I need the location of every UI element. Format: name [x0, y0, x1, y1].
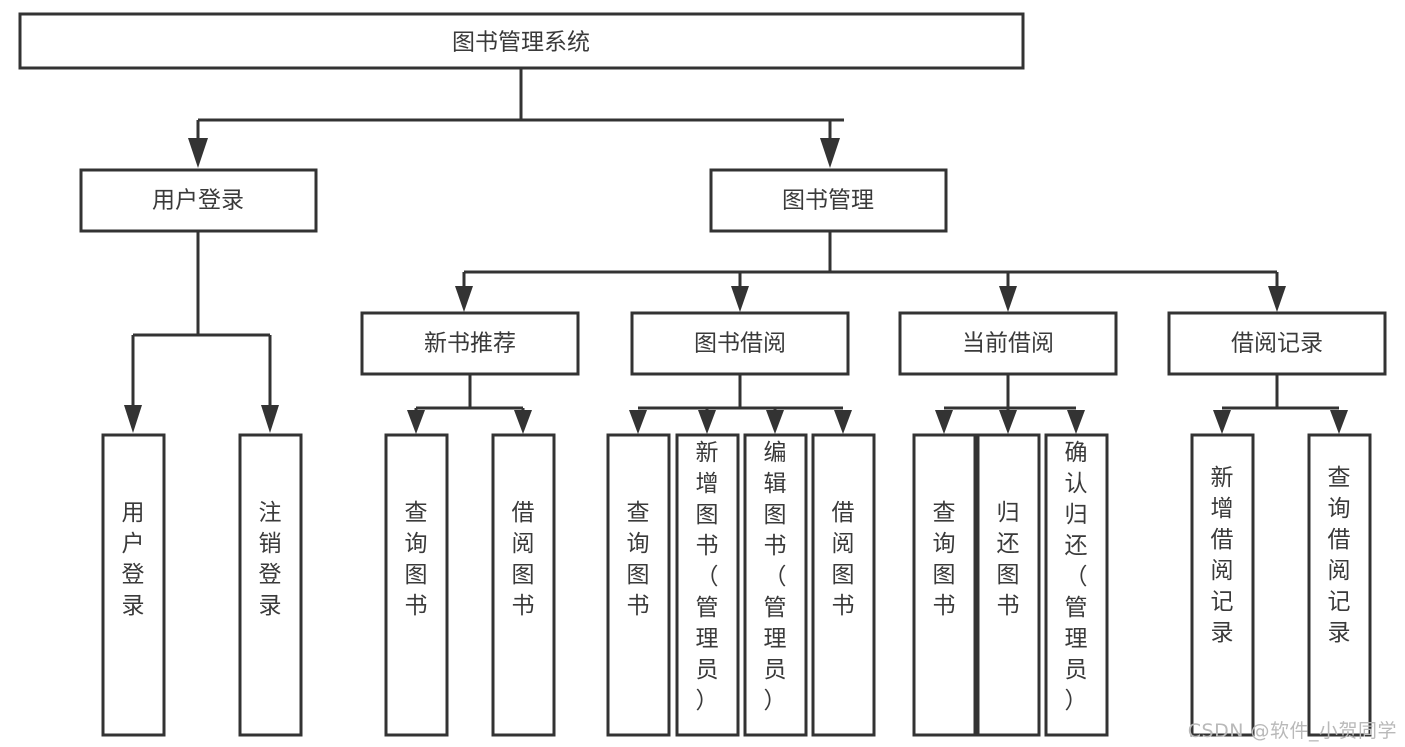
node-user-login[interactable]: 用户登录 — [79, 168, 318, 233]
arrow-current-leaf-2-icon — [1067, 410, 1085, 434]
node-book-management-label: 图书管理 — [782, 188, 874, 214]
leaf-book-borrow-1-label: 新增图书（管理员） — [696, 440, 719, 714]
leaf-current-borrow-2[interactable]: 确认归还（管理员） — [1044, 433, 1109, 737]
arrow-records-leaf-1-icon — [1330, 410, 1348, 434]
leaf-user-login-0[interactable]: 用户登录 — [101, 433, 166, 737]
node-root-label: 图书管理系统 — [452, 30, 590, 56]
leaf-borrow-records-1-label: 查询借阅记录 — [1328, 465, 1351, 646]
node-root-box[interactable] — [18, 12, 1025, 70]
arrow-user-login-leaf-0-icon — [124, 405, 142, 433]
node-user-login-label: 用户登录 — [152, 188, 244, 214]
connector-group-new-book-recommend — [407, 374, 532, 434]
leaf-user-login-1-label: 注销登录 — [259, 500, 282, 619]
node-book-borrow-label: 图书借阅 — [694, 331, 786, 357]
leaf-current-borrow-1-label: 归还图书 — [997, 500, 1020, 619]
arrow-borrow-leaf-2-icon — [766, 410, 784, 434]
node-new-book-recommend[interactable]: 新书推荐 — [360, 311, 580, 376]
leaf-book-borrow-3-box[interactable] — [811, 433, 876, 737]
leaf-current-borrow-1-box[interactable] — [976, 433, 1041, 737]
leaf-user-login-1[interactable]: 注销登录 — [238, 433, 303, 737]
connector-group-book-borrow — [629, 374, 852, 434]
node-user-login-box[interactable] — [79, 168, 318, 233]
leaf-borrow-records-1-box[interactable] — [1307, 433, 1372, 737]
node-root[interactable]: 图书管理系统 — [18, 12, 1025, 70]
arrow-book-mgmt-to-l3-1-icon — [731, 286, 749, 312]
leaf-user-login-0-label: 用户登录 — [122, 500, 145, 619]
leaf-book-borrow-0-label: 查询图书 — [627, 500, 650, 619]
arrow-borrow-leaf-1-icon — [698, 410, 716, 434]
leaf-book-borrow-3-label: 借阅图书 — [832, 500, 855, 619]
leaf-current-borrow-0-box[interactable] — [912, 433, 977, 737]
leaf-new-book-1-label: 借阅图书 — [512, 500, 535, 619]
leaf-current-borrow-0-label: 查询图书 — [933, 500, 956, 619]
node-borrow-records-label: 借阅记录 — [1231, 331, 1323, 357]
node-new-book-recommend-label: 新书推荐 — [424, 331, 516, 357]
arrow-borrow-leaf-3-icon — [834, 410, 852, 434]
node-current-borrow-box[interactable] — [898, 311, 1118, 376]
leaf-current-borrow-2-box[interactable] — [1044, 433, 1109, 737]
leaf-user-login-0-box[interactable] — [101, 433, 166, 737]
leaf-borrow-records-0-label: 新增借阅记录 — [1211, 465, 1234, 646]
leaf-book-borrow-2-label: 编辑图书（管理员） — [764, 440, 787, 714]
leaf-book-borrow-2-box[interactable] — [743, 433, 808, 737]
leaf-new-book-0-box[interactable] — [384, 433, 449, 737]
arrow-root-to-book-mgmt-icon — [820, 138, 840, 168]
leaf-current-borrow-0[interactable]: 查询图书 — [912, 433, 977, 737]
leaf-book-borrow-1-box[interactable] — [675, 433, 740, 737]
connector-group-current-borrow — [935, 374, 1085, 434]
node-book-borrow-box[interactable] — [630, 311, 850, 376]
arrow-records-leaf-0-icon — [1213, 410, 1231, 434]
connector-group-user-login — [124, 231, 279, 433]
arrow-newbook-leaf-0-icon — [407, 410, 425, 434]
node-new-book-recommend-box[interactable] — [360, 311, 580, 376]
leaf-user-login-1-box[interactable] — [238, 433, 303, 737]
arrow-borrow-leaf-0-icon — [629, 410, 647, 434]
node-book-management[interactable]: 图书管理 — [709, 168, 948, 233]
arrow-book-mgmt-to-l3-2-icon — [999, 286, 1017, 312]
arrow-current-leaf-1-icon — [999, 410, 1017, 434]
node-current-borrow-label: 当前借阅 — [962, 331, 1054, 357]
leaf-new-book-0-label: 查询图书 — [405, 500, 428, 619]
node-borrow-records[interactable]: 借阅记录 — [1167, 311, 1387, 376]
node-book-management-box[interactable] — [709, 168, 948, 233]
leaf-book-borrow-0[interactable]: 查询图书 — [606, 433, 671, 737]
leaf-current-borrow-2-label: 确认归还（管理员） — [1065, 440, 1088, 714]
leaf-new-book-0[interactable]: 查询图书 — [384, 433, 449, 737]
leaf-book-borrow-3[interactable]: 借阅图书 — [811, 433, 876, 737]
leaf-book-borrow-0-box[interactable] — [606, 433, 671, 737]
leaf-new-book-1[interactable]: 借阅图书 — [491, 433, 556, 737]
connector-group-borrow-records — [1213, 374, 1348, 434]
leaf-book-borrow-1[interactable]: 新增图书（管理员） — [675, 433, 740, 737]
arrow-newbook-leaf-1-icon — [514, 410, 532, 434]
leaf-borrow-records-0[interactable]: 新增借阅记录 — [1190, 433, 1255, 737]
arrow-book-mgmt-to-l3-3-icon — [1268, 286, 1286, 312]
leaf-book-borrow-2[interactable]: 编辑图书（管理员） — [743, 433, 808, 737]
leaf-current-borrow-1[interactable]: 归还图书 — [976, 433, 1041, 737]
leaf-borrow-records-0-box[interactable] — [1190, 433, 1255, 737]
leaf-new-book-1-box[interactable] — [491, 433, 556, 737]
node-borrow-records-box[interactable] — [1167, 311, 1387, 376]
connector-group-root — [188, 68, 844, 168]
arrow-user-login-leaf-1-icon — [261, 405, 279, 433]
node-current-borrow[interactable]: 当前借阅 — [898, 311, 1118, 376]
connector-group-book-mgmt — [455, 231, 1286, 312]
arrow-current-leaf-0-icon — [935, 410, 953, 434]
arrow-root-to-user-login-icon — [188, 138, 208, 168]
leaf-borrow-records-1[interactable]: 查询借阅记录 — [1307, 433, 1372, 737]
arrow-book-mgmt-to-l3-0-icon — [455, 286, 473, 312]
node-book-borrow[interactable]: 图书借阅 — [630, 311, 850, 376]
